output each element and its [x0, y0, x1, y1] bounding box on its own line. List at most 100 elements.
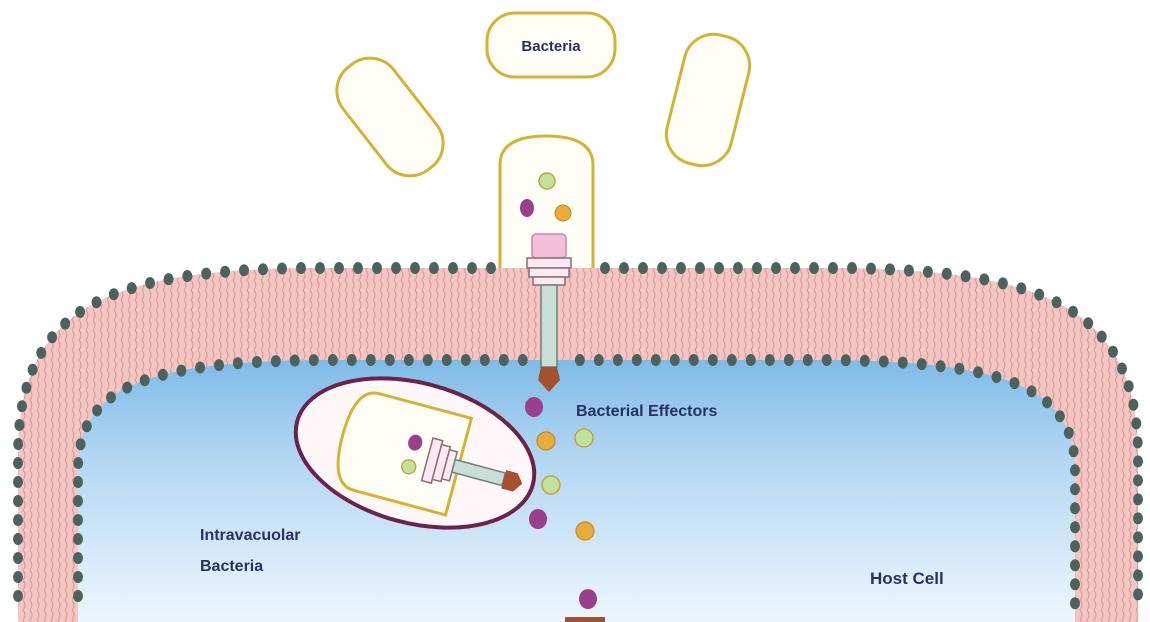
lipid-head [670, 354, 680, 366]
lipid-head [1070, 597, 1080, 609]
lipid-head [600, 262, 610, 274]
lipid-head [1133, 493, 1143, 505]
lipid-head [328, 354, 338, 366]
lipid-head [239, 264, 249, 276]
lipid-head [442, 354, 452, 366]
effector-in-bacterium [539, 173, 555, 189]
lipid-head [13, 590, 23, 602]
lipid-head [366, 354, 376, 366]
lipid-head [1083, 317, 1093, 329]
lipid-head [998, 277, 1008, 289]
lipid-head [391, 262, 401, 274]
lipid-head [21, 382, 31, 394]
lipid-head [619, 262, 629, 274]
lipid-head [271, 355, 281, 367]
lipid-head [942, 268, 952, 280]
effector-orange [576, 522, 594, 540]
lipid-head [1124, 380, 1134, 392]
lipid-head [575, 354, 585, 366]
lipid-head [809, 262, 819, 274]
lipid-head [73, 571, 83, 583]
lipid-head [613, 354, 623, 366]
lipid-head [790, 262, 800, 274]
lipid-head [1064, 427, 1074, 439]
lipid-head [201, 268, 211, 280]
lipid-head [214, 359, 224, 371]
lipid-head [109, 288, 119, 300]
lipid-head [657, 262, 667, 274]
label-bacterial-effectors: Bacterial Effectors [576, 403, 717, 420]
lipid-head [47, 331, 57, 343]
lipid-head [176, 365, 186, 377]
lipid-head [277, 263, 287, 275]
lipid-head [13, 533, 23, 545]
lipid-head [461, 354, 471, 366]
lipid-head [695, 262, 705, 274]
lipid-head [689, 354, 699, 366]
label-intravacuolar-bacteria: Bacteria [200, 558, 263, 575]
lipid-head [1133, 588, 1143, 600]
lipid-head [252, 356, 262, 368]
lipid-head [771, 262, 781, 274]
lipid-head [73, 533, 83, 545]
lipid-head [752, 262, 762, 274]
lipid-head [480, 354, 490, 366]
lipid-head [182, 270, 192, 282]
lipid-head [1133, 455, 1143, 467]
lipid-head [127, 282, 137, 294]
lipid-head [1010, 377, 1020, 389]
lipid-head [14, 419, 24, 431]
effector-in-bacterium [555, 205, 571, 221]
lipid-head [917, 358, 927, 370]
lipid-head [92, 404, 102, 416]
lipid-head [1016, 282, 1026, 294]
lipid-head [1108, 346, 1118, 358]
lipid-head [76, 438, 86, 450]
label-intravacuolar: Intravacuolar [200, 527, 300, 544]
lipid-head [632, 354, 642, 366]
lipid-head [13, 571, 23, 583]
lipid-head [1133, 436, 1143, 448]
lipid-head [13, 457, 23, 469]
lipid-head [233, 357, 243, 369]
lipid-head [353, 262, 363, 274]
lipid-head [518, 354, 528, 366]
lipid-head [423, 354, 433, 366]
lipid-head [1068, 306, 1078, 318]
lipid-head [784, 354, 794, 366]
lipid-head [1055, 410, 1065, 422]
lipid-head [714, 262, 724, 274]
lipid-head [828, 262, 838, 274]
lipid-head [106, 391, 116, 403]
lipid-head [1070, 540, 1080, 552]
lipid-head [1133, 474, 1143, 486]
effector-orange [537, 432, 555, 450]
lipid-head [429, 262, 439, 274]
lipid-head [1070, 521, 1080, 533]
effector-purple [529, 509, 547, 529]
lipid-head [676, 262, 686, 274]
lipid-head [73, 514, 83, 526]
lipid-head [1070, 578, 1080, 590]
lipid-head [347, 354, 357, 366]
lipid-head [1052, 296, 1062, 308]
lipid-head [594, 354, 604, 366]
lipid-head [727, 354, 737, 366]
lipid-head [448, 262, 458, 274]
lipid-head [13, 438, 23, 450]
lipid-head [290, 355, 300, 367]
lipid-head [158, 369, 168, 381]
lipid-head [860, 355, 870, 367]
lipid-head [467, 262, 477, 274]
lipid-head [73, 590, 83, 602]
lipid-head [73, 552, 83, 564]
lipid-head [486, 262, 496, 274]
label-bacteria: Bacteria [521, 38, 581, 55]
lipid-head [1042, 396, 1052, 408]
bacterium-right [660, 28, 756, 172]
lipid-head [923, 266, 933, 278]
bacterium-left [325, 46, 455, 188]
lipid-head [1133, 531, 1143, 543]
